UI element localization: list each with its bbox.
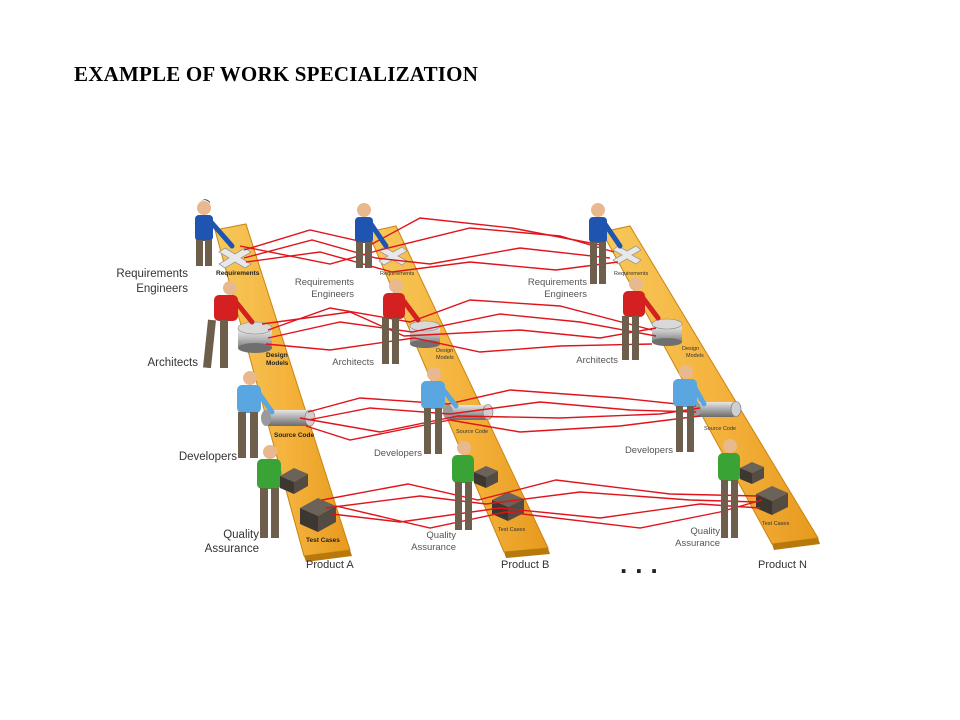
label-qa-b-2: Assurance: [411, 542, 456, 553]
ellipsis-more-products: ...: [620, 549, 666, 579]
person-requirements-a: [195, 199, 235, 266]
svg-text:Source Code: Source Code: [704, 426, 736, 432]
slide-title: EXAMPLE OF WORK SPECIALIZATION: [74, 62, 479, 86]
svg-text:Design: Design: [682, 346, 699, 352]
label-requirements-engineers-b: Requirements: [295, 277, 354, 288]
person-architect-a: [203, 281, 255, 369]
label-architects-n: Architects: [576, 355, 618, 366]
person-qa-a: [257, 445, 308, 538]
source-code-artifact-a: Source Code: [261, 409, 316, 439]
person-developer-b: [421, 367, 459, 454]
label-architects-a: Architects: [148, 357, 199, 369]
svg-text:Test Cases: Test Cases: [306, 537, 340, 544]
person-requirements-b: [355, 203, 389, 268]
svg-text:Test Cases: Test Cases: [762, 521, 789, 527]
label-product-n: Product N: [758, 559, 807, 571]
svg-text:Requirements: Requirements: [380, 271, 414, 277]
label-requirements-engineers-n-2: Engineers: [544, 289, 587, 300]
person-qa-b: [452, 441, 498, 530]
person-requirements-n: [589, 203, 623, 284]
label-qa-n-2: Assurance: [675, 538, 720, 549]
label-product-a: Product A: [306, 559, 354, 571]
communication-links: [239, 217, 763, 529]
svg-text:Requirements: Requirements: [216, 270, 260, 277]
svg-text:Design: Design: [266, 352, 288, 359]
requirements-artifact-a: Requirements: [216, 247, 260, 277]
svg-text:Source Code: Source Code: [274, 432, 314, 439]
test-cases-artifact-n: Test Cases: [756, 486, 789, 527]
label-qa-n: Quality: [690, 526, 720, 537]
person-architect-b: [382, 279, 421, 364]
label-product-b: Product B: [501, 559, 549, 571]
person-developer-n: [673, 365, 707, 452]
test-cases-artifact-a: Test Cases: [300, 498, 340, 544]
person-developer-a: [237, 371, 275, 458]
person-architect-n: [622, 277, 661, 360]
label-developers-a: Developers: [179, 451, 237, 463]
label-developers-b: Developers: [374, 448, 422, 459]
label-qa-a: Quality: [223, 529, 259, 541]
svg-text:Models: Models: [686, 353, 704, 359]
svg-text:Models: Models: [266, 360, 289, 367]
requirements-artifact-n: Requirements: [612, 245, 648, 277]
design-models-artifact-a: Design Models: [237, 321, 289, 367]
belt-product-n: [601, 225, 820, 550]
label-requirements-engineers-a: Requirements: [116, 268, 188, 280]
design-models-artifact-n: Design Models: [651, 318, 704, 359]
svg-text:Source Code: Source Code: [456, 429, 488, 435]
svg-text:Models: Models: [436, 355, 454, 361]
label-qa-b: Quality: [426, 530, 456, 541]
label-requirements-engineers-b-2: Engineers: [311, 289, 354, 300]
label-qa-a-2: Assurance: [205, 543, 259, 555]
label-developers-n: Developers: [625, 445, 673, 456]
svg-text:Design: Design: [436, 348, 453, 354]
person-qa-n: [718, 439, 764, 538]
svg-text:Test Cases: Test Cases: [498, 527, 525, 533]
svg-text:Requirements: Requirements: [614, 271, 648, 277]
label-requirements-engineers-n: Requirements: [528, 277, 587, 288]
label-requirements-engineers-a-2: Engineers: [136, 283, 188, 295]
label-architects-b: Architects: [332, 357, 374, 368]
